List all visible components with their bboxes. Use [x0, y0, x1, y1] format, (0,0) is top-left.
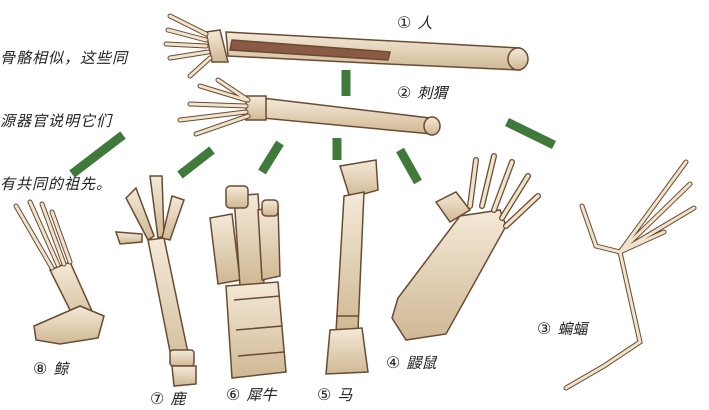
label-hedgehog-name: 刺猬 — [417, 84, 447, 102]
label-horse-name: 马 — [337, 386, 352, 404]
connector-whale — [72, 135, 123, 174]
label-mole-name: 鼹鼠 — [406, 354, 436, 372]
label-whale-name: 鲸 — [53, 360, 68, 378]
horse-leg-bones — [326, 160, 378, 374]
label-hedgehog-number: ② — [397, 83, 411, 102]
bat-wing-bones — [566, 162, 694, 388]
label-whale-number: ⑧ — [33, 359, 47, 378]
label-rhino: ⑥ 犀牛 — [226, 384, 276, 405]
whale-flipper-bones — [16, 202, 104, 344]
deer-leg-bones — [116, 176, 196, 386]
label-deer-name: 鹿 — [170, 390, 185, 408]
connector-deer — [180, 150, 212, 175]
label-rhino-name: 犀牛 — [246, 386, 276, 404]
label-deer-number: ⑦ — [150, 389, 164, 408]
connector-bat — [507, 122, 554, 145]
label-hedgehog: ② 刺猬 — [397, 82, 447, 103]
rhino-leg-bones — [210, 186, 286, 378]
connector-mole — [400, 150, 418, 182]
label-mole: ④ 鼹鼠 — [386, 352, 436, 373]
connector-rhino — [262, 143, 280, 172]
human-arm-bones — [166, 16, 528, 76]
label-human-name: 人 — [417, 14, 432, 32]
label-human-number: ① — [397, 13, 411, 32]
label-bat-number: ③ — [537, 319, 551, 338]
label-horse-number: ⑤ — [317, 385, 331, 404]
label-rhino-number: ⑥ — [226, 385, 240, 404]
label-bat: ③ 蝙蝠 — [537, 318, 587, 339]
label-bat-name: 蝙蝠 — [557, 320, 587, 338]
connector-lines — [72, 70, 554, 182]
label-mole-number: ④ — [386, 353, 400, 372]
